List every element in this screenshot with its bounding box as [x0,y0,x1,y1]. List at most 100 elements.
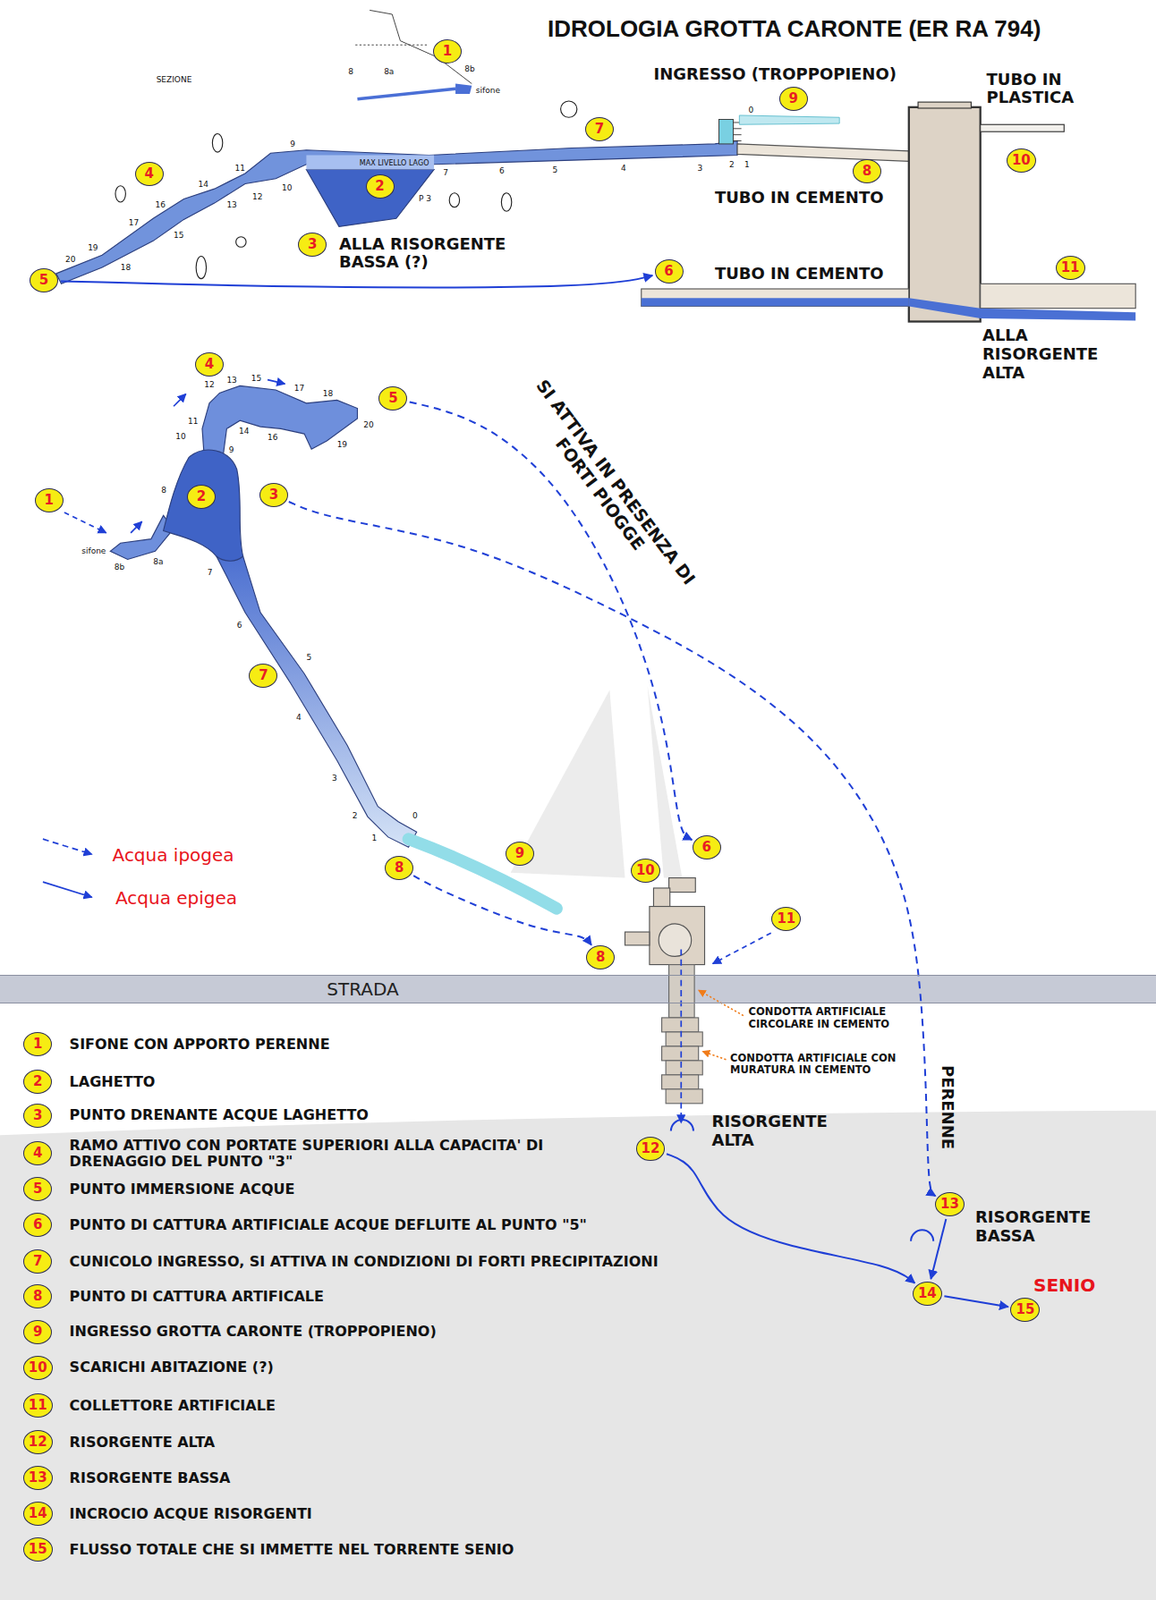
flow-arrow-small [713,933,772,964]
station-number: 7 [207,568,213,578]
entrance-and-pipes [737,144,910,162]
conduit-flow [671,1120,694,1132]
station-number: 14 [238,426,249,436]
callout-marker: 8 [23,1284,52,1309]
station-number: 11 [187,416,198,426]
annotation: CONDOTTA ARTIFICIALE CIRCOLARE IN CEMENT… [748,1006,910,1030]
node-text: 5 [33,1182,43,1197]
station-number: 20 [65,255,76,264]
building-plan [669,878,697,893]
legend-description: RAMO ATTIVO CON PORTATE SUPERIORI ALLA C… [69,1137,580,1171]
node-text: 2 [33,1075,43,1089]
legend-description: INCROCIO ACQUE RISORGENTI [69,1505,313,1522]
flow-arrow [930,1219,946,1280]
entrance-and-pipes [909,297,1136,321]
cave-illustration [0,9,1156,1600]
station-number: 3 [331,773,338,783]
cave-plan [216,556,417,848]
callout-marker: 13 [935,1192,965,1217]
entrance-and-pipes [980,124,1065,132]
annotation: ALLA RISORGENTE ALTA [982,326,1098,383]
node-text: 1 [44,493,54,508]
station-number: 16 [267,433,278,442]
station-number: 10 [281,183,292,193]
road-band: STRADA [0,975,1156,1004]
callout-marker: 2 [23,1070,52,1095]
rock [561,101,578,118]
node-text: 6 [663,264,673,279]
node-text: 9 [33,1326,43,1340]
rock [115,101,578,280]
entrance-and-pipes [918,102,971,109]
callout-marker: 10 [630,858,661,884]
node-text: 13 [28,1471,48,1486]
rock [236,237,247,247]
legend-description: INGRESSO GROTTA CARONTE (TROPPOPIENO) [69,1324,437,1341]
station-number: 12 [252,192,263,202]
node-text: 14 [28,1507,48,1522]
node-text: 5 [39,273,49,288]
section-inset [355,9,472,99]
legend-description: RISORGENTE ALTA [69,1435,216,1452]
node-text: 4 [144,167,153,181]
node-text: 7 [258,669,268,683]
annotation: TUBO IN CEMENTO [714,264,884,284]
node-text: 8 [394,861,404,876]
station-number: 4 [620,163,627,173]
legend-description: COLLETTORE ARTIFICIALE [69,1397,276,1414]
section-inset [369,9,472,84]
building-plan [649,907,706,966]
station-number: 8a [153,557,163,567]
conduit [665,1032,703,1047]
node-text: 11 [1061,261,1080,275]
callout-marker: 7 [585,117,614,142]
callout-marker: 3 [259,483,289,508]
node-text: STRADA [326,978,399,1001]
station-number: 2 [352,811,358,821]
station-number: 18 [323,389,333,399]
station-number: SEZIONE [156,75,193,85]
conduit [665,1061,703,1076]
station-number: 1 [371,833,377,843]
station-number: 8b [114,562,125,572]
callout-marker: 4 [195,352,224,377]
station-number: sifone [476,85,501,95]
conduit [662,965,704,1105]
station-number: 14 [197,179,208,189]
node-text: 2 [196,490,206,504]
station-number: 17 [294,383,305,393]
callout-marker: 9 [505,841,535,867]
sight-shading [510,686,683,879]
station-number: 19 [337,440,348,450]
annotation: RISORGENTE BASSA [975,1208,1091,1246]
conduit-flow [671,949,934,1241]
node-text: 7 [33,1255,43,1269]
sight-shading [647,686,683,879]
entrance-and-pipes [732,122,741,142]
node-text: 5 [388,391,398,406]
callout-marker: 11 [23,1394,53,1419]
rock [449,193,459,208]
station-number: 18 [120,263,131,272]
flow-arrow [413,875,592,946]
flow-arrow-small [64,512,107,534]
node-text: 4 [204,357,214,372]
conduit-flow [910,1230,934,1242]
station-number: 8 [348,67,354,77]
annotation: RISORGENTE ALTA [712,1113,828,1150]
node-text: 1 [442,44,452,59]
station-number: 9 [289,139,296,149]
node-text: 3 [269,488,279,502]
cave-plan [110,385,557,909]
station-number: 4 [296,713,302,723]
station-number: 8 [161,485,167,495]
callout-marker: 3 [297,232,327,257]
callout-marker: 7 [248,663,278,689]
node-text: 6 [33,1218,43,1233]
node-text: 12 [641,1142,661,1156]
node-text: 15 [28,1543,48,1557]
callout-marker: 15 [1010,1298,1040,1323]
station-number: 8b [464,64,475,74]
station-number: 7 [442,168,449,178]
legend-description: PUNTO DI CATTURA ARTIFICIALE ACQUE DEFLU… [69,1216,587,1233]
